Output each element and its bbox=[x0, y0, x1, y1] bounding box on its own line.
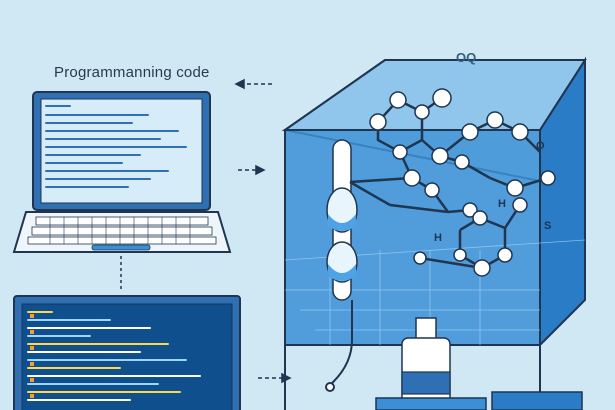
atom-label-o: O bbox=[536, 140, 545, 152]
laptop-icon bbox=[12, 91, 232, 253]
laptop-code-lines bbox=[45, 105, 187, 188]
page-title: Programmanning code bbox=[54, 64, 210, 81]
flask-icon bbox=[375, 317, 583, 410]
atom-label-h-mid: H bbox=[498, 198, 506, 210]
atom-label-s: S bbox=[544, 220, 552, 232]
molecule-cube bbox=[281, 56, 587, 348]
molecule-icon bbox=[349, 88, 556, 277]
molecule-label-top: OQ bbox=[456, 50, 477, 65]
monitor-code-lines bbox=[27, 311, 201, 401]
monitor-icon bbox=[13, 295, 241, 410]
atom-label-h-left: H bbox=[434, 232, 442, 244]
arrows bbox=[234, 78, 292, 384]
test-tube-icon bbox=[326, 139, 358, 301]
laptop-keyboard bbox=[27, 216, 217, 245]
